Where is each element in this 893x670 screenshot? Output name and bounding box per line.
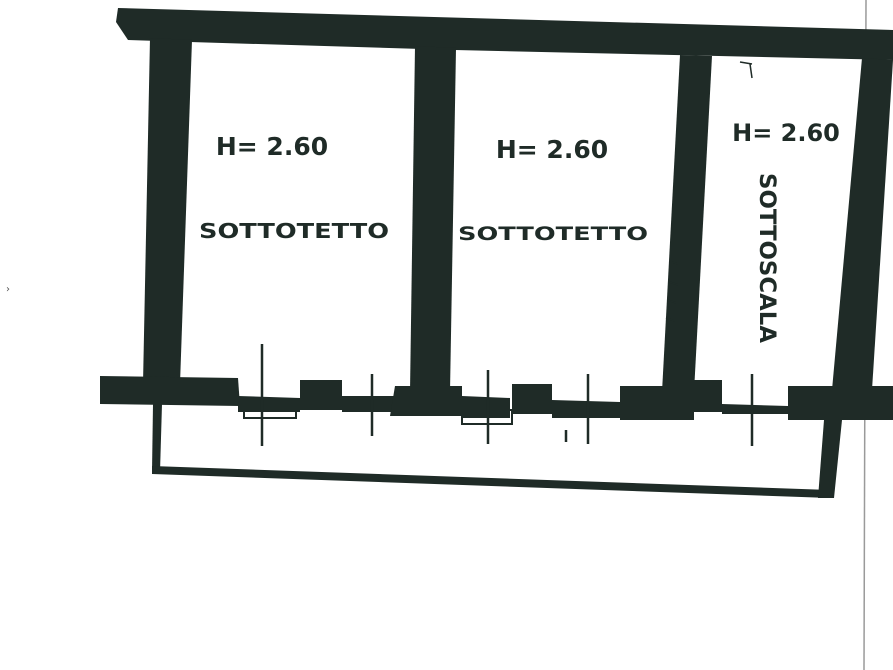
partition-wall-2	[662, 55, 712, 392]
right-wall	[832, 58, 893, 390]
room-1-name-label: SOTTOTETTO	[199, 219, 389, 243]
balcony-outline	[152, 404, 842, 498]
window-ticks	[260, 344, 754, 446]
stray-mark: ›	[6, 284, 10, 295]
room-2-height-label: H= 2.60	[496, 135, 608, 164]
top-wall	[116, 8, 893, 60]
room-3-name-label: SOTTOSCALA	[754, 173, 779, 343]
room-2-name-label: SOTTOTETTO	[458, 223, 648, 245]
front-wall	[100, 376, 893, 420]
room-3-height-label: H= 2.60	[732, 119, 840, 147]
stair-marks	[665, 61, 753, 322]
left-wall	[143, 38, 192, 384]
room-1-height-label: H= 2.60	[216, 132, 328, 161]
partition-wall-1	[410, 46, 456, 392]
